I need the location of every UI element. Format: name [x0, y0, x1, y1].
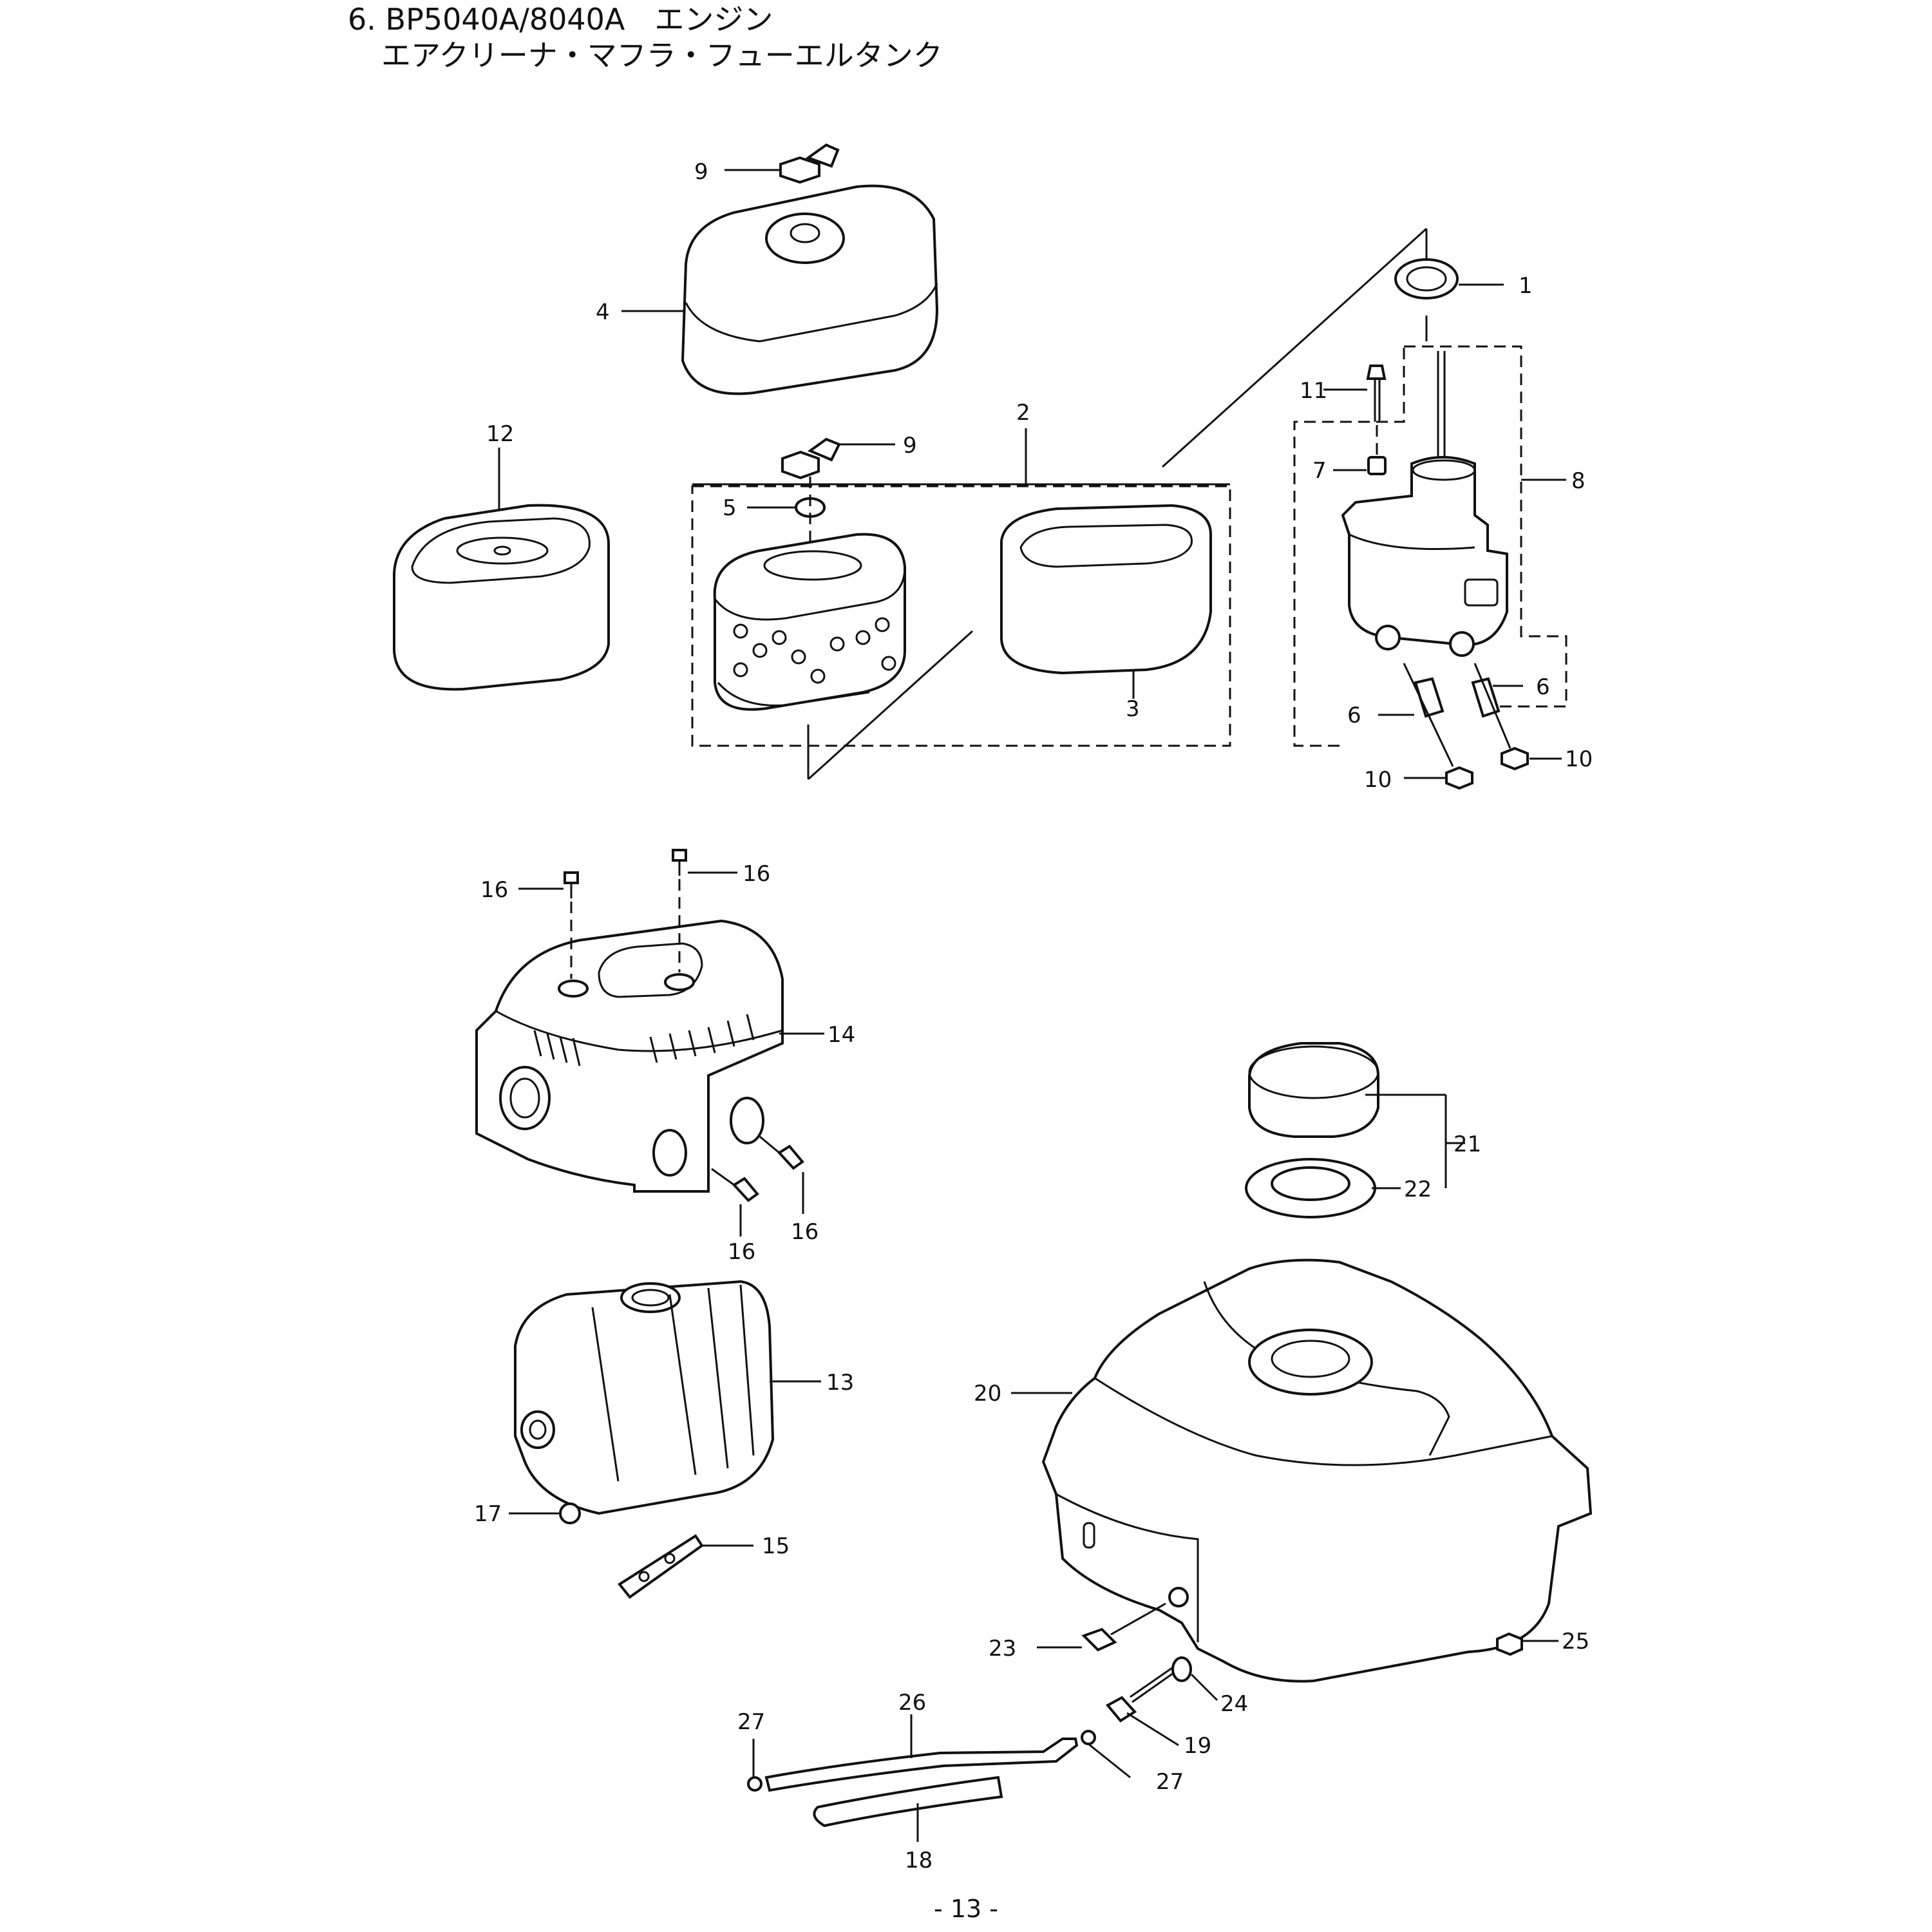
- callout-label: 16: [728, 1239, 755, 1265]
- callout-label: 13: [826, 1370, 854, 1396]
- muffler-part: [514, 1280, 821, 1515]
- callout-label: 19: [1184, 1733, 1211, 1759]
- air-cleaner-element-part: [393, 448, 610, 691]
- carburetor-part: [1341, 456, 1508, 657]
- callout-label: 25: [1562, 1629, 1589, 1654]
- nut-part: [1403, 663, 1562, 790]
- callout-label: 26: [898, 1690, 926, 1716]
- callout-label: 4: [596, 299, 610, 325]
- fuel-tank-part: [1011, 1258, 1593, 1683]
- callout-label: 16: [480, 877, 508, 903]
- callout-label: 16: [791, 1219, 819, 1245]
- callout-label: 23: [989, 1636, 1016, 1662]
- screw-part: [518, 849, 804, 1236]
- callout-label: 22: [1404, 1177, 1432, 1202]
- callout-label: 10: [1565, 746, 1593, 772]
- gasket-ring-part: [1394, 229, 1504, 341]
- drain-bolt-part: [1037, 1602, 1166, 1652]
- collar-part: [1333, 456, 1387, 475]
- callout-label: 6: [1347, 703, 1361, 728]
- foam-element-part: [1000, 504, 1212, 699]
- callout-label: 3: [1126, 696, 1140, 722]
- callout-label: 27: [1156, 1769, 1184, 1795]
- air-filter-element-part: [713, 533, 906, 711]
- callout-label: 18: [905, 1848, 933, 1873]
- fuel-cock-part: [1105, 1667, 1179, 1747]
- wing-nut-part: [724, 143, 840, 184]
- muffler-protector-part: [475, 919, 824, 1193]
- gasket-part: [618, 1534, 753, 1599]
- callout-label: 27: [737, 1709, 765, 1735]
- callout-label: 1: [1519, 273, 1533, 299]
- page-subtitle: エアクリーナ・マフラ・フューエルタンク: [381, 38, 943, 73]
- nut-part: [1496, 1632, 1558, 1656]
- callout-label: 24: [1220, 1691, 1248, 1717]
- cap-gasket-part: [1245, 1158, 1401, 1218]
- callout-label: 21: [1454, 1132, 1481, 1157]
- washer-part: [1171, 1656, 1218, 1701]
- callout-label: 8: [1571, 468, 1586, 494]
- fuel-cap-part: [1248, 1042, 1465, 1188]
- wing-nut-part: [781, 437, 895, 480]
- callout-label: 7: [1312, 458, 1327, 484]
- callout-label: 6: [1536, 674, 1550, 700]
- fuel-hose-part: [764, 1714, 1131, 1842]
- callout-label: 12: [486, 421, 514, 447]
- page-number: - 13 -: [934, 1895, 998, 1923]
- callout-label: 9: [903, 433, 917, 459]
- hose-clip-part: [747, 1730, 1096, 1792]
- callout-label: 10: [1364, 767, 1392, 793]
- assembly-box: [691, 485, 1231, 747]
- bolt-part: [1323, 365, 1387, 456]
- callout-label: 15: [762, 1533, 790, 1559]
- callout-label: 20: [974, 1381, 1001, 1406]
- air-cleaner-cover-part: [621, 184, 939, 395]
- callout-label: 11: [1300, 378, 1327, 404]
- callout-label: 9: [694, 159, 708, 185]
- callout-label: 17: [474, 1501, 502, 1527]
- nut-part: [509, 1502, 581, 1524]
- callout-label: 16: [743, 861, 770, 887]
- callout-label: 14: [828, 1022, 855, 1048]
- page-title: 6. BP5040A/8040A エンジン: [348, 2, 773, 37]
- insulator-pipe-part: [1378, 677, 1523, 718]
- callout-label: 2: [1016, 400, 1030, 426]
- stud-bolt-part: [1437, 351, 1446, 473]
- callout-label: 5: [723, 495, 737, 521]
